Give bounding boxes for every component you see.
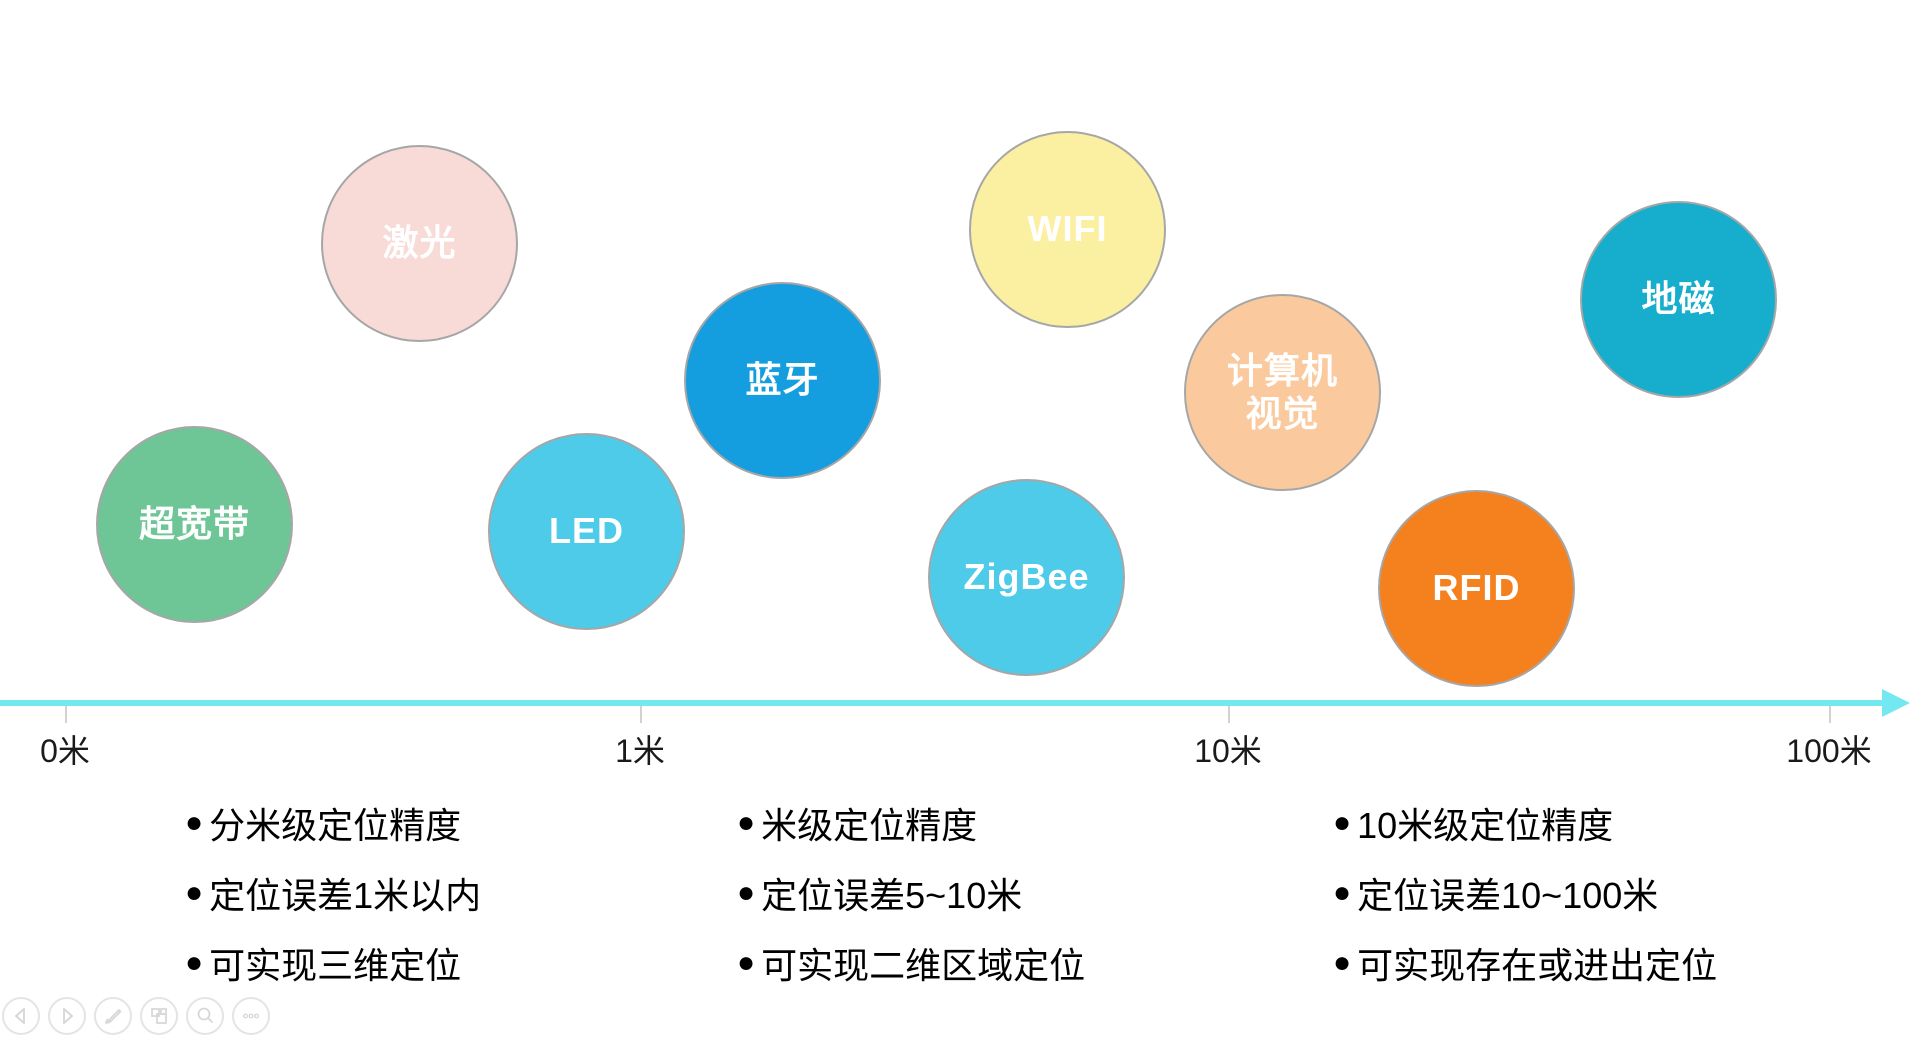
bubble-bluetooth: 蓝牙 xyxy=(684,282,881,479)
next-slide-button[interactable] xyxy=(48,997,86,1035)
note-item: ● 10米级定位精度 xyxy=(1333,800,1717,846)
note-text: 可实现三维定位 xyxy=(209,945,462,986)
magnifier-icon xyxy=(194,1005,216,1027)
bullet-icon: ● xyxy=(185,946,204,979)
note-item: ● 米级定位精度 xyxy=(737,800,1085,846)
next-arrow-icon xyxy=(56,1005,78,1027)
more-dots-icon xyxy=(240,1005,262,1027)
bubble-geomagnetic: 地磁 xyxy=(1580,201,1777,398)
axis-label-0m: 0米 xyxy=(40,733,90,769)
note-item: ● 可实现三维定位 xyxy=(185,940,481,986)
pen-icon xyxy=(102,1005,124,1027)
bullet-icon: ● xyxy=(737,806,756,839)
pen-annotate-button[interactable] xyxy=(94,997,132,1035)
note-text: 可实现二维区域定位 xyxy=(761,945,1086,986)
note-item: ● 可实现二维区域定位 xyxy=(737,940,1085,986)
notes-column-decimeter: ● 分米级定位精度 ● 定位误差1米以内 ● 可实现三维定位 xyxy=(185,800,481,1010)
note-text: 米级定位精度 xyxy=(761,805,978,846)
note-text: 分米级定位精度 xyxy=(209,805,462,846)
note-text: 可实现存在或进出定位 xyxy=(1357,945,1718,986)
slide-panels-button[interactable] xyxy=(140,997,178,1035)
bubble-led: LED xyxy=(488,433,685,630)
slide-panels-icon xyxy=(148,1005,170,1027)
bubble-uwb: 超宽带 xyxy=(96,426,293,623)
axis-label-10m: 10米 xyxy=(1194,733,1262,769)
slideshow-toolbar xyxy=(2,997,270,1035)
previous-slide-button[interactable] xyxy=(2,997,40,1035)
bullet-icon: ● xyxy=(737,876,756,909)
axis-tick-1m xyxy=(640,706,642,723)
note-text: 10米级定位精度 xyxy=(1357,805,1614,846)
note-text: 定位误差5~10米 xyxy=(761,875,1023,916)
bubble-laser: 激光 xyxy=(321,145,518,342)
bullet-icon: ● xyxy=(1333,946,1352,979)
note-item: ● 可实现存在或进出定位 xyxy=(1333,940,1717,986)
bubble-wifi: WIFI xyxy=(969,131,1166,328)
note-item: ● 定位误差1米以内 xyxy=(185,870,481,916)
bullet-icon: ● xyxy=(185,876,204,909)
bullet-icon: ● xyxy=(185,806,204,839)
notes-column-meter: ● 米级定位精度 ● 定位误差5~10米 ● 可实现二维区域定位 xyxy=(737,800,1085,1010)
axis-arrowhead-icon xyxy=(1882,689,1910,717)
notes-column-ten-meter: ● 10米级定位精度 ● 定位误差10~100米 ● 可实现存在或进出定位 xyxy=(1333,800,1717,1010)
note-item: ● 定位误差10~100米 xyxy=(1333,870,1717,916)
bullet-icon: ● xyxy=(1333,806,1352,839)
note-text: 定位误差1米以内 xyxy=(209,875,482,916)
bubble-rfid: RFID xyxy=(1378,490,1575,687)
axis-label-1m: 1米 xyxy=(615,733,665,769)
axis-tick-0m xyxy=(65,706,67,723)
note-item: ● 定位误差5~10米 xyxy=(737,870,1085,916)
note-item: ● 分米级定位精度 xyxy=(185,800,481,846)
axis-tick-10m xyxy=(1228,706,1230,723)
bubble-computer-vision: 计算机 视觉 xyxy=(1184,294,1381,491)
bullet-icon: ● xyxy=(737,946,756,979)
bubble-zigbee: ZigBee xyxy=(928,479,1125,676)
note-text: 定位误差10~100米 xyxy=(1357,875,1659,916)
axis-label-100m: 100米 xyxy=(1786,733,1872,769)
accuracy-axis-line xyxy=(0,700,1884,706)
more-options-button[interactable] xyxy=(232,997,270,1035)
zoom-magnifier-button[interactable] xyxy=(186,997,224,1035)
bullet-icon: ● xyxy=(1333,876,1352,909)
previous-arrow-icon xyxy=(10,1005,32,1027)
axis-tick-100m xyxy=(1829,706,1831,723)
